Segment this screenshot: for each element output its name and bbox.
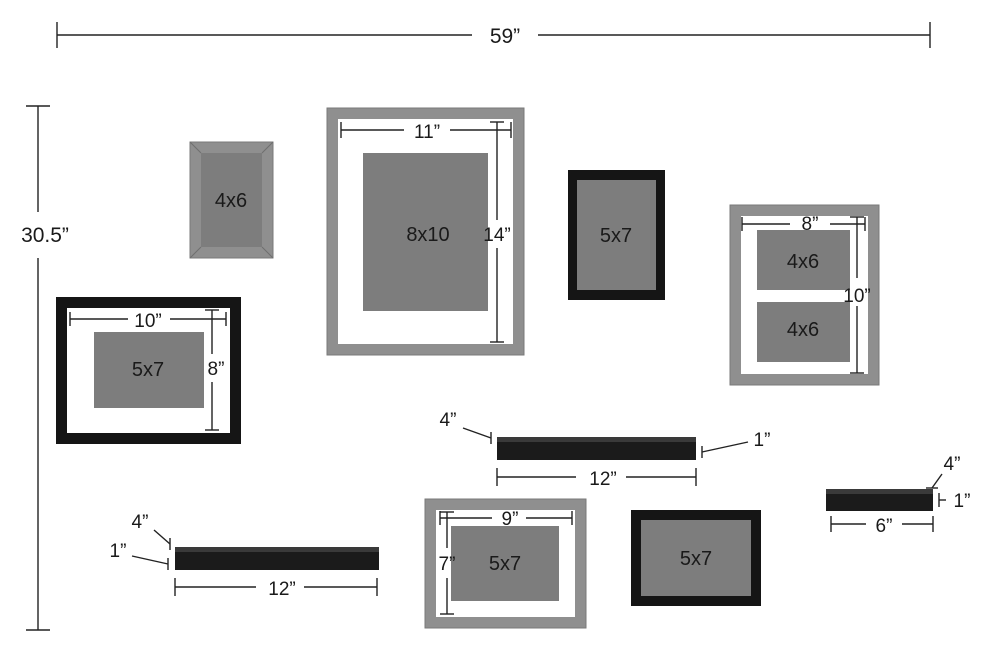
frame-9x7-width-label: 9” bbox=[502, 509, 519, 530]
frame-10x8-height-label: 8” bbox=[208, 359, 225, 380]
frame-10x8-black: 5x7 10” 8” bbox=[56, 297, 241, 444]
frame-8x10-height-label: 10” bbox=[843, 286, 870, 307]
shelf-6in-right: 4” 1” 6” bbox=[826, 454, 970, 537]
frame-9x7-gray: 5x7 9” 7” bbox=[424, 498, 587, 629]
shelf-middle-depth-label: 4” bbox=[440, 410, 457, 431]
photo-8x10-label: 8x10 bbox=[406, 224, 449, 246]
frame-4x6-gray: 4x6 bbox=[189, 141, 274, 259]
shelf-small-height-label: 1” bbox=[954, 491, 971, 512]
shelf-middle-length-label: 12” bbox=[589, 469, 616, 490]
frame-11x14-height-label: 14” bbox=[483, 225, 510, 246]
photo-5x7-wide-label: 5x7 bbox=[132, 359, 164, 381]
photo-5x7-bottom bbox=[641, 520, 751, 596]
photo-8x10 bbox=[363, 153, 488, 311]
shelf-left-depth-label: 4” bbox=[132, 512, 149, 533]
photo-4x6 bbox=[201, 153, 262, 247]
photo-4x6-lower-label: 4x6 bbox=[787, 319, 819, 341]
photo-5x7-wide bbox=[94, 332, 204, 408]
photo-4x6-upper bbox=[757, 230, 850, 290]
shelf-middle-height-label: 1” bbox=[754, 430, 771, 451]
photo-5x7-top bbox=[577, 180, 656, 290]
overall-height-dimension: 30.5” bbox=[21, 105, 69, 631]
overall-height-label: 30.5” bbox=[21, 224, 69, 247]
overall-width-dimension: 59” bbox=[56, 22, 931, 48]
frame-10x8-width-label: 10” bbox=[134, 311, 161, 332]
photo-5x7-top-label: 5x7 bbox=[600, 225, 632, 247]
frame-9x7-height-label: 7” bbox=[439, 554, 456, 575]
frame-8x10-width-label: 8” bbox=[802, 214, 819, 235]
shelf-small-depth-label: 4” bbox=[944, 454, 961, 475]
photo-5x7-small-label: 5x7 bbox=[489, 553, 521, 575]
photo-4x6-upper-label: 4x6 bbox=[787, 251, 819, 273]
frame-8x10-double-gray: 4x6 4x6 8” 10” bbox=[729, 204, 880, 386]
photo-4x6-label: 4x6 bbox=[215, 190, 247, 212]
photo-5x7-bottom-label: 5x7 bbox=[680, 548, 712, 570]
frame-11x14-width-label: 11” bbox=[414, 122, 440, 143]
shelf-left-length-label: 12” bbox=[268, 579, 295, 600]
overall-width-label: 59” bbox=[490, 25, 520, 48]
photo-5x7-small bbox=[451, 526, 559, 601]
shelf-12in-left: 4” 1” 12” bbox=[110, 512, 379, 600]
shelf-small-length-label: 6” bbox=[876, 516, 893, 537]
shelf-left-height-label: 1” bbox=[110, 541, 127, 562]
frame-5x7-black-bottom: 5x7 bbox=[631, 510, 761, 606]
frame-5x7-black-top: 5x7 bbox=[568, 170, 665, 300]
shelf-12in-middle: 4” 1” 12” bbox=[440, 410, 771, 490]
photo-4x6-lower bbox=[757, 302, 850, 362]
frame-11x14-gray: 8x10 11” 14” bbox=[326, 107, 525, 356]
